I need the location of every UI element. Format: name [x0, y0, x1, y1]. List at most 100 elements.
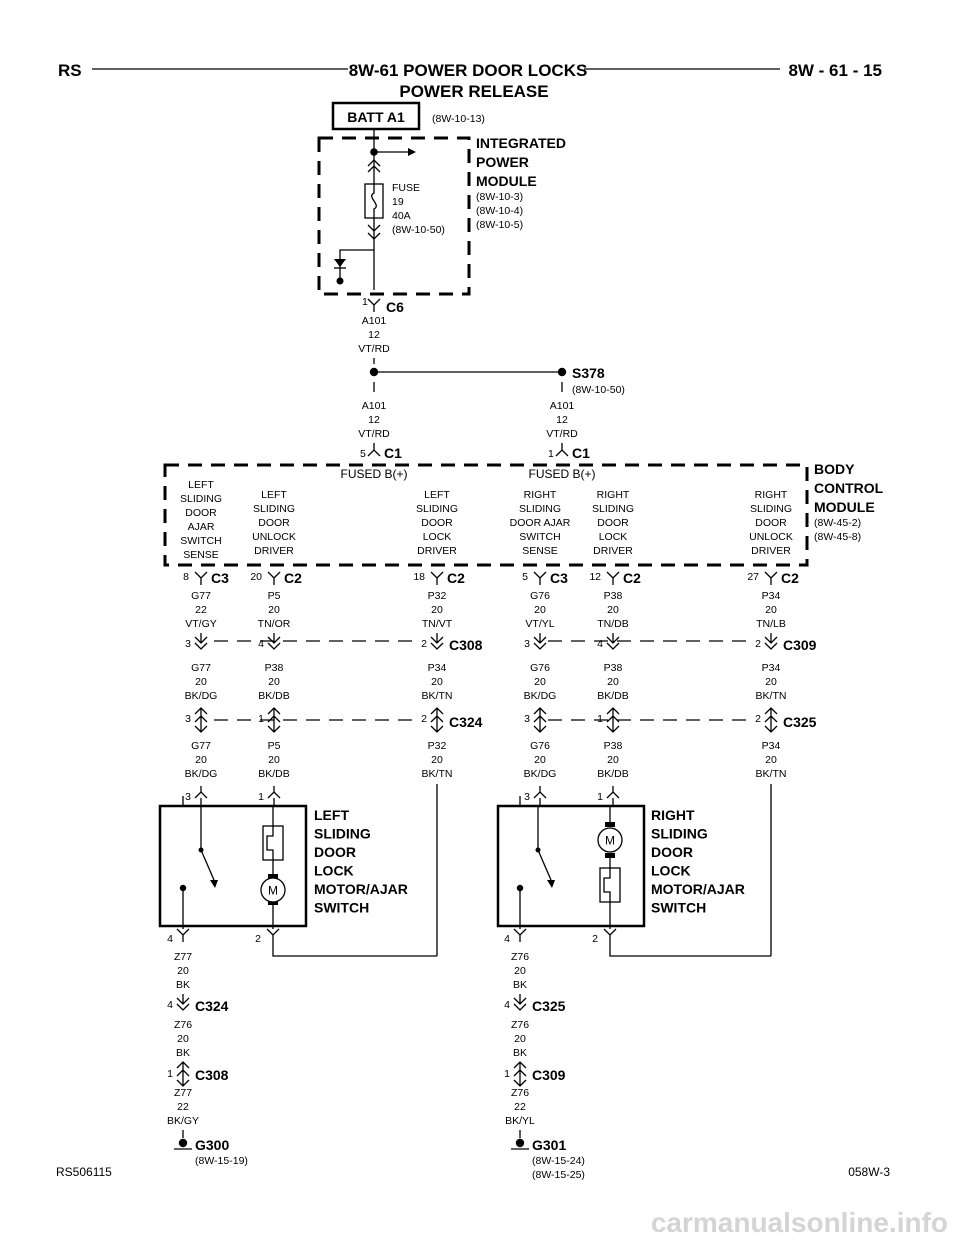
ground-ref: (8W-15-25): [532, 1169, 585, 1181]
wire-label: 20: [534, 604, 546, 616]
motor-bottom-connector: [266, 928, 280, 942]
motor-pin: 1: [258, 791, 264, 803]
left-motor-icon: [260, 877, 286, 903]
bcm-output-pin: 27: [747, 571, 759, 583]
motor-pin: 3: [185, 791, 191, 803]
wire-label: 20: [534, 754, 546, 766]
inline-connector-c324-c325: [194, 707, 208, 733]
motor-connector: [267, 786, 281, 799]
inline-connector-c324-c325: [764, 707, 778, 733]
wire-label: G76: [530, 662, 550, 674]
fuse-label-1: FUSE: [392, 182, 420, 194]
bcm-output-connector: [533, 571, 547, 585]
bcm-function-line: DRIVER: [593, 545, 633, 557]
wire-a101-right-2: 12: [556, 414, 568, 426]
bcm-function-line: DOOR AJAR: [510, 517, 571, 529]
ground-ref: (8W-15-24): [532, 1155, 585, 1167]
wire-label: 20: [195, 676, 207, 688]
ground-ref: (8W-15-19): [195, 1155, 248, 1167]
ipm-ref-3: (8W-10-5): [476, 219, 523, 231]
ipm-conn-bottom-icon: [367, 224, 381, 240]
motor-name-line: MOTOR/AJAR: [651, 881, 745, 897]
ipm-diode-wire: [339, 249, 374, 280]
wire-label: BK/DB: [258, 768, 290, 780]
wire-label: P32: [428, 590, 447, 602]
wire-label: Z76: [511, 1019, 529, 1031]
ground-connector: [513, 1061, 527, 1087]
bcm-function-line: UNLOCK: [252, 531, 296, 543]
splice-ref: (8W-10-50): [572, 384, 625, 396]
c6-pin: 1: [362, 296, 368, 308]
wire-label: BK/GY: [167, 1115, 199, 1127]
wire-label: VT/GY: [185, 618, 217, 630]
wire-label: 22: [177, 1101, 189, 1113]
wire-label: 20: [431, 754, 443, 766]
return-wire: [609, 942, 771, 957]
diode-icon: [334, 259, 346, 267]
bcm-output-connector-label: C2: [781, 570, 799, 586]
bcm-function-line: DOOR: [185, 507, 217, 519]
fuse-label-2: 19: [392, 196, 404, 208]
ipm-box: [317, 136, 471, 296]
motor-bottom-pin: 4: [504, 933, 510, 945]
ground-icon: [178, 1138, 188, 1148]
bcm-name-3: MODULE: [814, 499, 875, 515]
wire-label: 20: [514, 1033, 526, 1045]
right-motor-icon: [597, 827, 623, 853]
ground-connector: [176, 1061, 190, 1087]
fuse-label-4: (8W-10-50): [392, 224, 445, 236]
ground-name: G300: [195, 1137, 229, 1153]
ground-connector-pin: 1: [504, 1068, 510, 1080]
wire-label: G77: [191, 740, 211, 752]
inline-pin: 2: [421, 638, 427, 650]
inline-pin: 2: [755, 638, 761, 650]
wire-label: 20: [765, 604, 777, 616]
bcm-function-line: LEFT: [261, 489, 287, 501]
ground-connector: [176, 994, 190, 1011]
wire-label: P5: [268, 590, 281, 602]
wire-label: P38: [604, 662, 623, 674]
motor-bottom-pin: 2: [255, 933, 261, 945]
inline-connector-c324-c325: [430, 707, 444, 733]
wire-label: BK/DG: [524, 690, 557, 702]
wire-label: 20: [268, 754, 280, 766]
footer-right: 058W-3: [848, 1165, 890, 1179]
motor-name-line: RIGHT: [651, 807, 695, 823]
bcm-output-connector: [606, 571, 620, 585]
wire-label: BK/TN: [422, 690, 453, 702]
bcm-ref-1: (8W-45-2): [814, 517, 861, 529]
bcm-function-line: DOOR: [421, 517, 453, 529]
bcm-function-line: DRIVER: [254, 545, 294, 557]
wire-label: P5: [268, 740, 281, 752]
wire-a101-top-1: A101: [362, 315, 387, 327]
inline-connector-label: C324: [449, 714, 483, 730]
header-subtitle: POWER RELEASE: [399, 82, 548, 101]
motor-name-line: SLIDING: [651, 826, 708, 842]
wire-label: VT/YL: [525, 618, 554, 630]
inline-pin: 3: [524, 638, 530, 650]
splice-name: S378: [572, 365, 605, 381]
wire-label: 20: [431, 676, 443, 688]
bcm-function-line: LEFT: [424, 489, 450, 501]
wire-label: Z77: [174, 951, 192, 963]
inline-connector-label: C308: [449, 637, 483, 653]
left-motor-m: M: [268, 884, 278, 898]
motor-bottom-connector: [513, 928, 527, 942]
motor-pin: 1: [597, 791, 603, 803]
wire-label: P38: [604, 590, 623, 602]
return-wire: [272, 942, 437, 957]
wire-label: BK/DG: [185, 690, 218, 702]
wire-label: BK/DB: [597, 690, 629, 702]
wire-label: 20: [268, 604, 280, 616]
inline-connector-c324-c325: [533, 707, 547, 733]
inline-connector-c308-c309: [533, 633, 547, 650]
ipm-ref-2: (8W-10-4): [476, 205, 523, 217]
header-left: RS: [58, 61, 82, 80]
watermark: carmanualsonline.info: [651, 1207, 948, 1238]
left-motor-box: [158, 804, 308, 928]
wire-label: P38: [265, 662, 284, 674]
bcm-function-line: RIGHT: [524, 489, 557, 501]
inline-pin: 1: [258, 713, 264, 725]
ground-connector-pin: 4: [167, 999, 173, 1011]
